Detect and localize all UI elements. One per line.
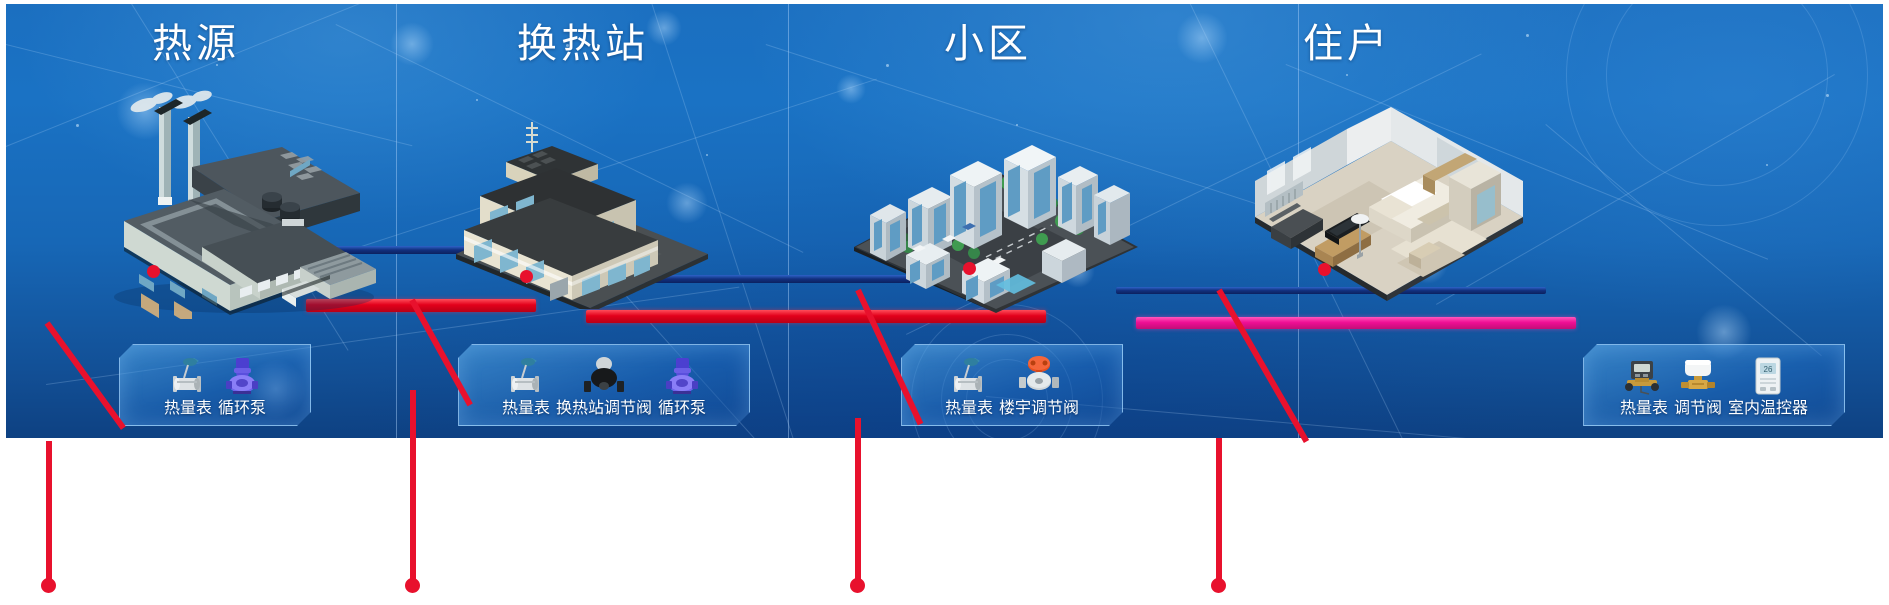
diagram-banner: 热量表	[6, 4, 1883, 438]
room-thermostat-icon: 26	[1751, 356, 1785, 396]
section-divider-1	[396, 4, 397, 438]
return-pipe-source-to-station	[216, 246, 506, 254]
heat-exchange-station-artwork	[446, 104, 716, 313]
device-heat-meter[interactable]: 热量表	[164, 356, 212, 419]
residential-district-artwork	[846, 99, 1146, 314]
device-label: 热量表	[1619, 400, 1668, 417]
anchor-dot-household	[1318, 263, 1331, 276]
control-valve-icon	[1677, 356, 1719, 396]
heat-meter-icon	[502, 356, 550, 396]
svg-text:26: 26	[1764, 365, 1773, 374]
section-title-heat-exchange-station: 换热站	[517, 22, 649, 66]
section-title-household: 住户	[1303, 22, 1391, 66]
device-panel-heat-exchange-station[interactable]: 热量表 换热站调节阀	[458, 344, 750, 426]
device-label: 循环泵	[658, 400, 707, 417]
heat-meter-icon	[1621, 356, 1667, 396]
device-label: 楼宇调节阀	[999, 400, 1080, 417]
device-label: 热量表	[163, 400, 212, 417]
section-title-heat-source: 热源	[152, 22, 240, 66]
circulation-pump-icon	[662, 356, 702, 396]
heat-source-artwork	[84, 89, 384, 326]
device-circulation-pump[interactable]: 循环泵	[658, 356, 706, 419]
device-panel-household[interactable]: 热量表 调节阀	[1583, 344, 1845, 426]
supply-pipe-station-to-district	[586, 310, 1046, 323]
device-heat-meter[interactable]: 热量表	[502, 356, 550, 419]
device-control-valve[interactable]: 调节阀	[1674, 356, 1722, 419]
device-label: 换热站调节阀	[555, 400, 652, 417]
heat-meter-icon	[164, 356, 212, 396]
circulation-pump-icon	[222, 356, 262, 396]
anchor-dot-heat-source	[147, 265, 160, 278]
device-label: 调节阀	[1673, 400, 1722, 417]
building-control-valve-icon	[1016, 356, 1062, 396]
device-label: 循环泵	[218, 400, 267, 417]
device-station-control-valve[interactable]: 换热站调节阀	[556, 356, 652, 419]
device-label: 热量表	[944, 400, 993, 417]
return-pipe-station-to-district	[616, 275, 1036, 283]
device-heat-meter[interactable]: 热量表	[945, 356, 993, 419]
device-label: 室内温控器	[1728, 400, 1809, 417]
supply-pipe-district-to-household	[1136, 317, 1576, 329]
device-heat-meter[interactable]: 热量表	[1620, 356, 1668, 419]
anchor-dot-residential-district	[963, 262, 976, 275]
device-room-thermostat[interactable]: 26 室内温控器	[1728, 356, 1808, 419]
station-control-valve-icon	[582, 356, 626, 396]
section-divider-2	[788, 4, 789, 438]
anchor-dot-heat-exchange-station	[520, 270, 533, 283]
device-panel-residential-district[interactable]: 热量表	[901, 344, 1123, 426]
section-title-residential-district: 小区	[944, 22, 1032, 66]
device-label: 热量表	[501, 400, 550, 417]
household-artwork	[1241, 99, 1531, 309]
heat-meter-icon	[945, 356, 993, 396]
device-circulation-pump[interactable]: 循环泵	[218, 356, 266, 419]
device-panel-heat-source[interactable]: 热量表	[119, 344, 311, 426]
return-pipe-district-to-household	[1116, 287, 1546, 294]
device-building-control-valve[interactable]: 楼宇调节阀	[999, 356, 1079, 419]
